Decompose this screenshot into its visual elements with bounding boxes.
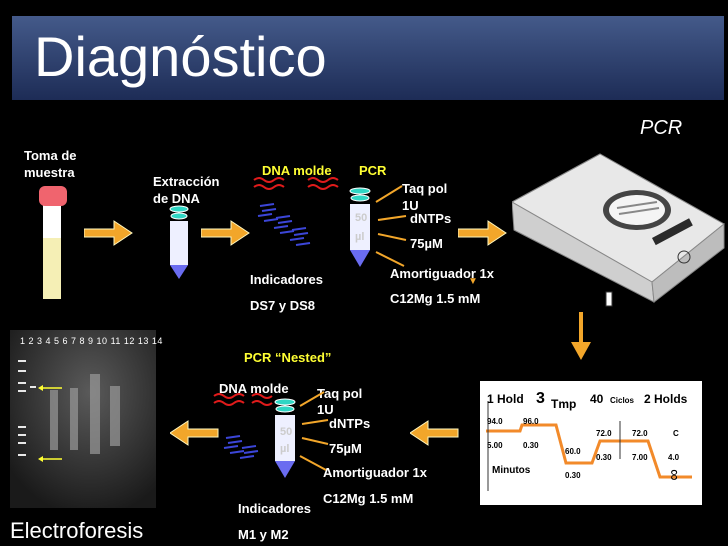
time-030-a: 0.30 bbox=[523, 441, 539, 450]
nested-volume-unit: µl bbox=[280, 443, 290, 455]
time-030-c: 0.30 bbox=[596, 453, 612, 462]
nested-buffer-label: Amortiguador 1x bbox=[323, 465, 428, 480]
nested-volume-value: 50 bbox=[280, 426, 293, 438]
small-arrow-icon: ▼ bbox=[468, 276, 478, 287]
taq-units: 1U bbox=[402, 198, 419, 213]
dna-molde-label: DNA molde bbox=[262, 163, 332, 178]
thermocycler-icon bbox=[512, 153, 725, 307]
sample-label-1: Toma de bbox=[24, 148, 77, 163]
temp-60: 60.0 bbox=[565, 447, 581, 456]
extraction-label-1: Extracción bbox=[153, 174, 220, 189]
c-label: C bbox=[673, 429, 679, 438]
minutos-label: Minutos bbox=[492, 465, 531, 476]
nested-mg-label: C12Mg 1.5 mM bbox=[323, 491, 414, 506]
nested-dna-molde-label: DNA molde bbox=[219, 381, 289, 396]
volume-unit: µl bbox=[355, 231, 365, 243]
reagent-arrows-icon bbox=[375, 185, 407, 267]
infinity-icon: ∞ bbox=[665, 469, 683, 481]
primers-label: Indicadores bbox=[250, 272, 323, 287]
nested-primers-names: M1 y M2 bbox=[238, 527, 289, 542]
dntps-label: dNTPs bbox=[410, 211, 452, 226]
sample-label-2: muestra bbox=[24, 165, 75, 180]
blood-tube-icon bbox=[39, 186, 67, 299]
mg-label: C12Mg 1.5 mM bbox=[390, 291, 481, 306]
thermal-profile-panel bbox=[480, 381, 702, 505]
primers-names: DS7 y DS8 bbox=[250, 298, 316, 313]
holds2-label: 2 Holds bbox=[644, 392, 688, 406]
page-title: Diagnóstico bbox=[34, 25, 327, 88]
nested-label: PCR “Nested” bbox=[244, 350, 332, 365]
thermal-profile-graph bbox=[486, 401, 692, 491]
nested-taq-label: Taq pol bbox=[317, 386, 363, 401]
nested-taq-units: 1U bbox=[317, 402, 334, 417]
arrow-right-icon bbox=[201, 220, 250, 246]
temp-94: 94.0 bbox=[487, 417, 503, 426]
temp-72-a: 72.0 bbox=[596, 429, 612, 438]
taq-label: Taq pol bbox=[402, 181, 448, 196]
time-030-b: 0.30 bbox=[565, 471, 581, 480]
arrow-right-icon bbox=[458, 220, 507, 246]
cycles-number: 40 bbox=[590, 392, 604, 406]
dna-strands-icon bbox=[253, 177, 339, 246]
gel-lane-numbers: 1 2 3 4 5 6 7 8 9 10 11 12 13 14 bbox=[20, 336, 163, 346]
temp-72-b: 72.0 bbox=[632, 429, 648, 438]
pcr-corner-label: PCR bbox=[640, 117, 683, 139]
arrow-left-icon bbox=[170, 420, 219, 446]
nested-dntps-conc: 75µM bbox=[329, 441, 362, 456]
hold1-label: 1 Hold bbox=[487, 392, 524, 406]
eppendorf-tube-icon bbox=[169, 205, 189, 279]
pcr-label: PCR bbox=[359, 163, 387, 178]
nested-pcr-tube-icon bbox=[274, 398, 296, 478]
extraction-label-2: de DNA bbox=[153, 191, 200, 206]
temp-96: 96.0 bbox=[523, 417, 539, 426]
cycles-label: Ciclos bbox=[610, 396, 635, 405]
electroforesis-label: Electroforesis bbox=[10, 518, 144, 543]
time-7: 7.00 bbox=[632, 453, 648, 462]
arrow-left-icon bbox=[410, 420, 459, 446]
buffer-label: Amortiguador 1x bbox=[390, 266, 495, 281]
temp-4: 4.0 bbox=[668, 453, 680, 462]
volume-value: 50 bbox=[355, 212, 368, 224]
nested-primers-label: Indicadores bbox=[238, 501, 311, 516]
title-bar bbox=[12, 16, 724, 100]
tmp-label: Tmp bbox=[551, 397, 577, 411]
electrophoresis-gel-image bbox=[10, 330, 156, 508]
nested-reagent-arrows-icon bbox=[299, 391, 329, 471]
arrow-right-icon bbox=[84, 220, 133, 246]
dntps-conc: 75µM bbox=[410, 236, 443, 251]
nested-dntps-label: dNTPs bbox=[329, 416, 371, 431]
tmp-number: 3 bbox=[536, 390, 545, 407]
arrow-down-icon bbox=[571, 312, 591, 360]
time-5: 5.00 bbox=[487, 441, 503, 450]
nested-dna-strands-icon bbox=[213, 393, 273, 459]
pcr-tube-icon bbox=[349, 187, 371, 267]
